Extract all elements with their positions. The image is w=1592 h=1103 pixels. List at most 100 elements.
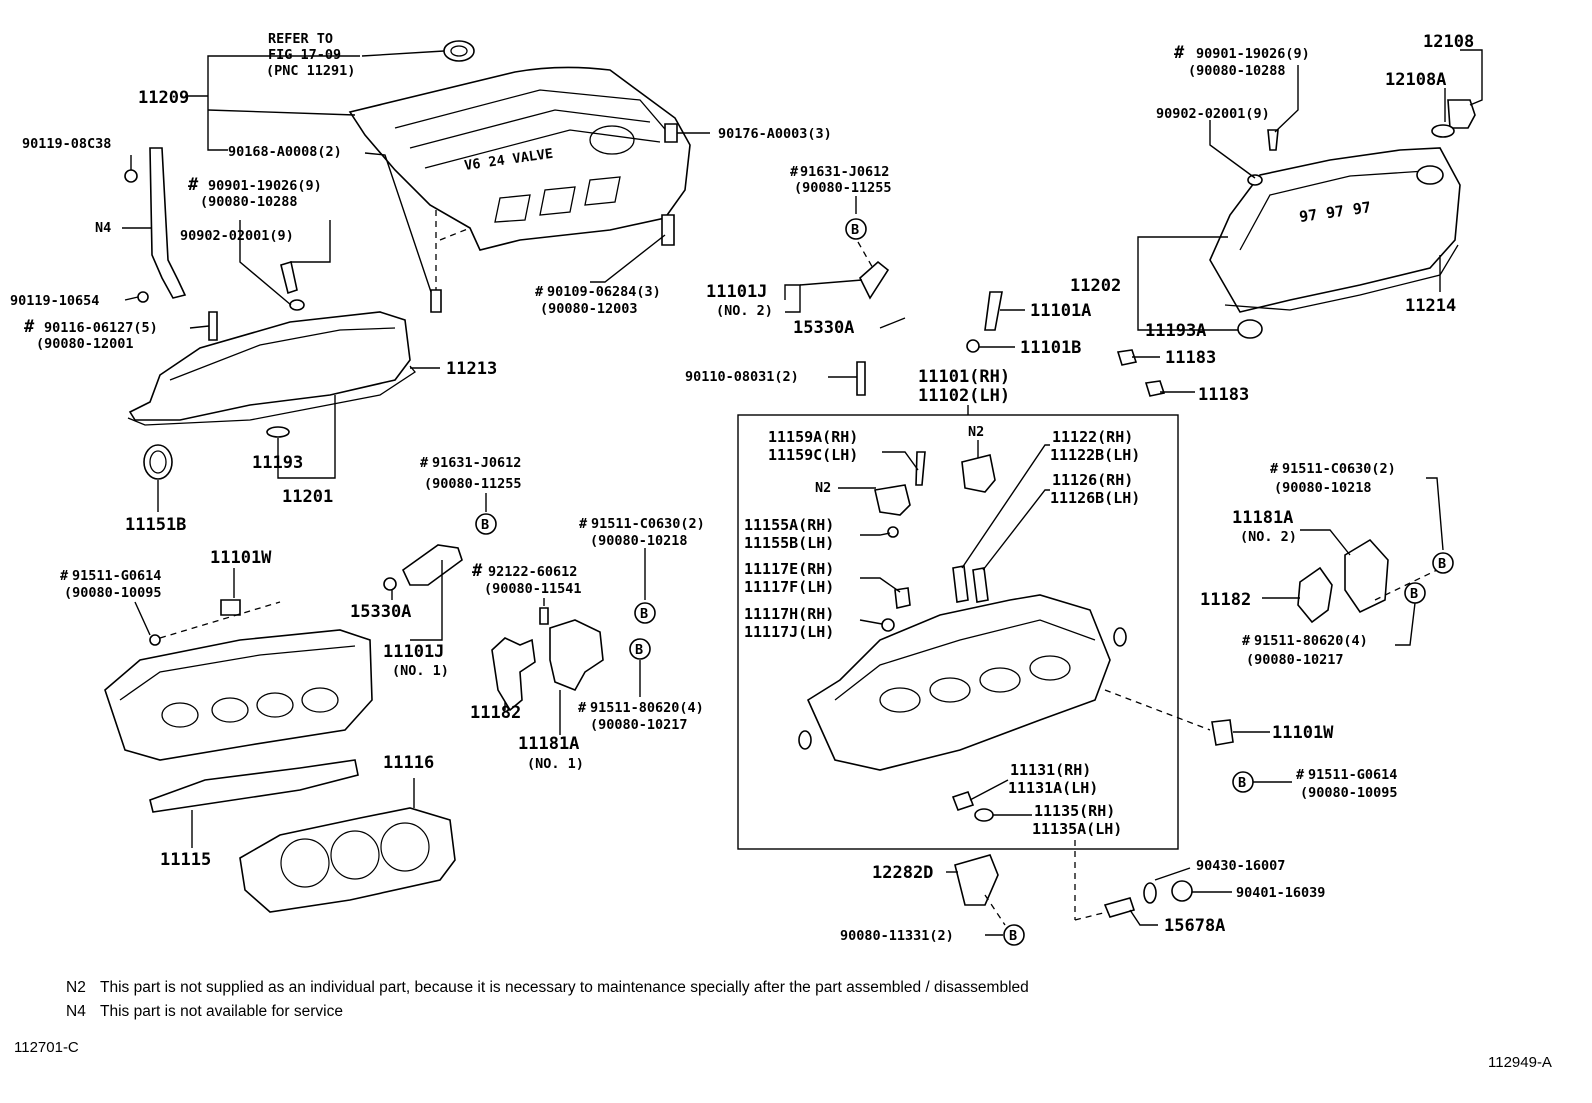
leader-11117h	[859, 619, 883, 625]
b-marker-top: B	[845, 218, 867, 240]
label-90080-10218-right: (90080-10218	[1274, 480, 1372, 496]
label-90110: 90110-08031(2)	[685, 369, 799, 385]
bracket-11181a-right	[1344, 538, 1389, 614]
label-90080-11541: (90080-11541	[484, 581, 582, 597]
label-91511-c0630-right: 91511-C0630(2)	[1282, 461, 1396, 477]
guide-11122	[952, 565, 969, 603]
leader-11209-refer	[207, 55, 360, 96]
right-cover-cap-hole	[1416, 165, 1444, 185]
leader-90168	[364, 152, 432, 293]
label-90401: 90401-16039	[1236, 885, 1325, 901]
label-11213: 11213	[446, 359, 497, 379]
label-91511-g0614-left: 91511-G0614	[72, 568, 161, 584]
sensor-11101w-right	[1211, 719, 1234, 746]
label-92122: 92122-60612	[488, 564, 577, 580]
part-labels: REFER TO FIG 17-09 (PNC 11291) 11209 901…	[10, 31, 1474, 944]
hash-marker-91511-g0614-right: #	[1296, 767, 1305, 783]
hash-marker-90109: #	[535, 284, 544, 300]
bracket-nut	[124, 169, 138, 183]
plug-11183-a	[1116, 349, 1138, 366]
label-11193: 11193	[252, 453, 303, 473]
n4-bracket	[149, 147, 187, 299]
label-11122b: 11122B(LH)	[1050, 446, 1140, 464]
svg-text:B: B	[481, 517, 489, 533]
left-head-bolt	[149, 634, 161, 646]
figure-code-left: 112701-C	[14, 1039, 79, 1056]
leader-90116	[189, 325, 210, 329]
right-head-ridge	[834, 619, 1096, 701]
right-valve-cover-ridge	[1239, 169, 1441, 251]
bracket-11181a-mid	[549, 619, 604, 692]
bracket-11182-right	[1297, 566, 1333, 624]
washer-11155	[887, 526, 899, 538]
leader-11101j-top-2	[799, 279, 863, 286]
oil-filler-cap-12108	[1447, 99, 1476, 129]
label-90902-left: 90902-02001(9)	[180, 228, 294, 244]
hash-marker-92122: #	[472, 561, 483, 581]
plug-11117e	[894, 587, 911, 609]
label-90080-10218-mid: (90080-10218	[590, 533, 688, 549]
label-90080-10217-mid: (90080-10217	[590, 717, 688, 733]
label-90080-12001: (90080-12001	[36, 336, 134, 352]
seal-11151b-inner	[149, 450, 167, 474]
leader-90119-10654	[124, 296, 139, 301]
oring-15330a-mid	[383, 577, 397, 591]
leader-91511-g0614-left	[134, 601, 151, 636]
leader-11122	[961, 444, 1050, 569]
bracket-12282d-dash	[984, 894, 1006, 926]
label-11117h: 11117H(RH)	[744, 605, 834, 623]
label-90080-10288-right: (90080-10288	[1188, 63, 1286, 79]
guide-11126	[972, 567, 989, 603]
left-cylinder-head	[104, 629, 373, 761]
gasket-11193	[266, 426, 290, 438]
label-90902-right: 90902-02001(9)	[1156, 106, 1270, 122]
leader-90430	[1154, 867, 1191, 881]
hash-marker-91511-c0630-mid: #	[579, 516, 588, 532]
hash-marker-90116: #	[24, 317, 35, 337]
left-head-ridge	[119, 645, 356, 701]
left-valve-cover-group	[124, 147, 416, 480]
stud-92122	[539, 607, 549, 625]
cap-gasket-12108a	[1431, 124, 1455, 138]
cap-n2-a	[961, 454, 996, 493]
label-91511-g0614-right: 91511-G0614	[1308, 767, 1397, 783]
label-90430: 90430-16007	[1196, 858, 1285, 874]
b-marker-mid-3: B	[629, 638, 651, 660]
svg-text:B: B	[851, 222, 859, 238]
b-marker-right-1: B	[1432, 552, 1454, 574]
washer-11101b	[966, 339, 980, 353]
label-91511-80620-mid: 91511-80620(4)	[590, 700, 704, 716]
label-fig-17-09: FIG 17-09	[268, 47, 341, 63]
b-marker-right-3: B	[1232, 771, 1254, 793]
leader-11209-cover	[207, 109, 356, 116]
left-sensor-gasket	[289, 299, 305, 311]
plug-11117h	[881, 618, 895, 632]
manifold-gasket-11115	[149, 759, 359, 813]
note-n4-code: N4	[66, 1003, 86, 1020]
label-n4: N4	[95, 220, 111, 236]
left-sensor	[280, 260, 298, 295]
label-refer-to: REFER TO	[268, 31, 333, 47]
right-bracket-dash	[1374, 569, 1438, 601]
label-11181a-right: 11181A	[1232, 508, 1293, 528]
engine-cover-ridge-3	[424, 129, 661, 169]
label-no2-top: (NO. 2)	[716, 303, 773, 319]
label-no2-right: (NO. 2)	[1240, 529, 1297, 545]
cover-stud	[661, 214, 675, 246]
label-91631-top: 91631-J0612	[800, 164, 889, 180]
note-n4-text: This part is not available for service	[100, 1003, 343, 1020]
label-90168: 90168-A0008(2)	[228, 144, 342, 160]
label-90119-08c38: 90119-08C38	[22, 136, 111, 152]
hash-marker-91511-c0630-right: #	[1270, 461, 1279, 477]
leader-refer-grommet	[361, 50, 445, 57]
label-11115: 11115	[160, 850, 211, 870]
label-11101rh: 11101(RH)	[918, 367, 1010, 387]
head-plug-left	[798, 730, 812, 750]
label-11102lh: 11102(LH)	[918, 386, 1010, 406]
bolt-11101a	[984, 291, 1003, 331]
drain-plug-15678a	[1103, 897, 1136, 918]
cover-nut	[664, 123, 678, 143]
cover-dash-2	[439, 227, 471, 241]
label-90901-left: 90901-19026(9)	[208, 178, 322, 194]
